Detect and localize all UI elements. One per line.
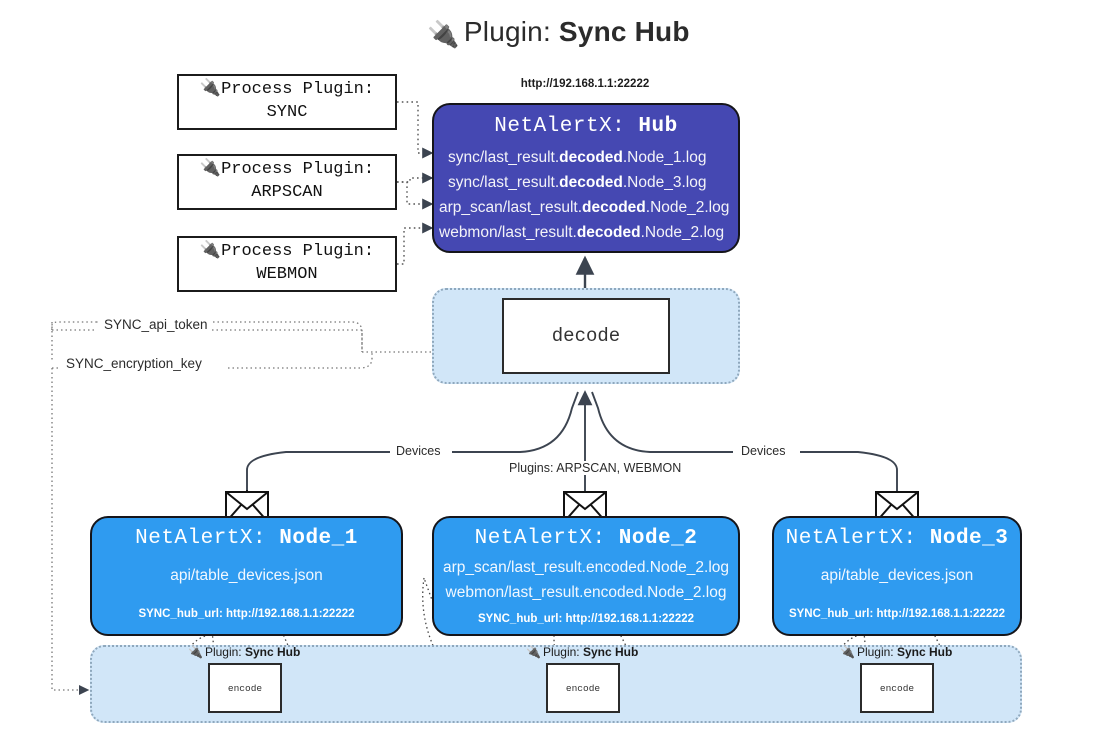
page-title-name: Sync Hub <box>558 16 690 47</box>
node-line: api/table_devices.json <box>170 567 323 584</box>
node-hub-url: SYNC_hub_url: http://192.168.1.1:22222 <box>477 612 695 625</box>
plug-icon: 🔌 <box>840 645 855 659</box>
node-box-node-2[interactable]: NetAlertX: Node_2 arp_scan/last_result.e… <box>432 516 740 636</box>
node-title: NetAlertX: Node_1 <box>135 527 358 550</box>
node-title: NetAlertX: Node_3 <box>785 527 1009 550</box>
encode-box[interactable]: encode <box>546 663 620 713</box>
node-line: arp_scan/last_result.encoded.Node_2.log <box>442 559 730 576</box>
encode-plugin-tag: 🔌Plugin: Sync Hub <box>840 645 953 659</box>
decode-box[interactable]: decode <box>502 298 670 374</box>
hub-row-list: sync/last_result.decoded.Node_1.log sync… <box>434 145 738 245</box>
process-plugin-sync[interactable]: 🔌Process Plugin: SYNC <box>177 74 397 130</box>
process-plugin-name: SYNC <box>266 103 308 122</box>
edge-label-plugins-center: Plugins: ARPSCAN, WEBMON <box>505 461 686 475</box>
process-plugin-arpscan[interactable]: 🔌Process Plugin: ARPSCAN <box>177 154 397 210</box>
node-line: api/table_devices.json <box>820 567 974 584</box>
process-plugin-name: ARPSCAN <box>251 183 323 202</box>
edge-label-devices-left: Devices <box>392 444 445 458</box>
encode-plugin-tag: 🔌Plugin: Sync Hub <box>188 645 301 659</box>
process-plugin-webmon[interactable]: 🔌Process Plugin: WEBMON <box>177 236 397 292</box>
process-plugin-line1: 🔌Process Plugin: <box>199 242 375 262</box>
node-hub-url: SYNC_hub_url: http://192.168.1.1:22222 <box>788 607 1006 620</box>
process-plugin-line1: 🔌Process Plugin: <box>199 80 375 100</box>
encode-box[interactable]: encode <box>208 663 282 713</box>
process-plugin-line1: 🔌Process Plugin: <box>199 160 375 180</box>
node-hub-url: SYNC_hub_url: http://192.168.1.1:22222 <box>138 607 355 620</box>
hub-row: sync/last_result.decoded.Node_3.log <box>448 174 707 192</box>
node-box-node-1[interactable]: NetAlertX: Node_1 api/table_devices.json… <box>90 516 403 636</box>
plug-icon: 🔌 <box>199 160 222 180</box>
page-title-label: Plugin: <box>463 16 551 47</box>
hub-row: webmon/last_result.decoded.Node_2.log <box>439 224 725 242</box>
hub-box[interactable]: NetAlertX: Hub sync/last_result.decoded.… <box>432 103 740 253</box>
node-line: webmon/last_result.encoded.Node_2.log <box>445 583 727 601</box>
plug-icon: 🔌 <box>427 19 460 49</box>
plug-icon: 🔌 <box>199 80 222 100</box>
hub-title: NetAlertX: Hub <box>494 115 678 138</box>
hub-row: sync/last_result.decoded.Node_1.log <box>448 149 707 166</box>
hub-row: arp_scan/last_result.decoded.Node_2.log <box>439 199 730 217</box>
secret-label-api-token: SYNC_api_token <box>100 317 212 332</box>
page-title: 🔌Plugin: Sync Hub <box>0 16 1117 50</box>
secret-label-encryption-key: SYNC_encryption_key <box>62 356 206 371</box>
plug-icon: 🔌 <box>199 242 222 262</box>
edge-label-devices-right: Devices <box>737 444 790 458</box>
encode-box[interactable]: encode <box>860 663 934 713</box>
plug-icon: 🔌 <box>526 645 541 659</box>
hub-url: http://192.168.1.1:22222 <box>520 78 650 90</box>
node-title: NetAlertX: Node_2 <box>474 527 698 550</box>
encode-plugin-tag: 🔌Plugin: Sync Hub <box>526 645 639 659</box>
process-plugin-name: WEBMON <box>256 265 318 284</box>
node-box-node-3[interactable]: NetAlertX: Node_3 api/table_devices.json… <box>772 516 1022 636</box>
plug-icon: 🔌 <box>188 645 203 659</box>
